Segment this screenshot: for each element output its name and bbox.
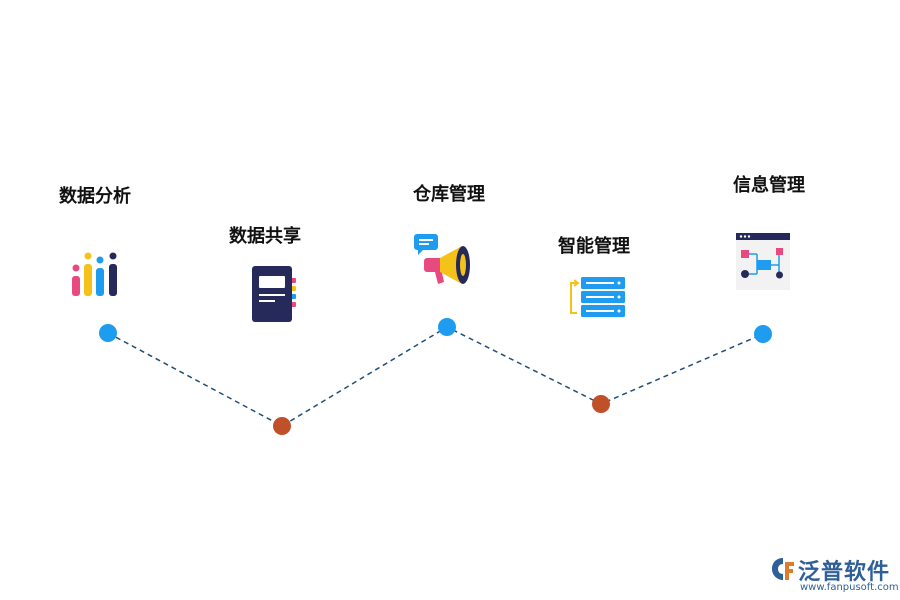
node-point-warehouse-management: [438, 318, 456, 336]
node-point-information-management: [754, 325, 772, 343]
logo-url: www.fanpusoft.com: [800, 582, 899, 593]
notebook-icon: [252, 266, 296, 322]
node-point-data-sharing: [273, 417, 291, 435]
node-label-data-sharing: 数据共享: [229, 226, 301, 247]
node-label-data-analysis: 数据分析: [59, 186, 131, 207]
node-label-smart-management: 智能管理: [558, 236, 630, 257]
logo-name: 泛普软件: [798, 560, 891, 585]
flowchart-window-icon: [736, 233, 790, 290]
node-label-information-management: 信息管理: [733, 175, 805, 196]
logo-mark-icon: [772, 558, 794, 580]
bar-chart-icon: [72, 252, 117, 296]
dashed-connector-line: [107, 326, 764, 427]
node-point-smart-management: [592, 395, 610, 413]
brand-logo: 泛普软件 www.fanpusoft.com: [770, 552, 899, 596]
node-label-warehouse-management: 仓库管理: [413, 184, 485, 205]
node-point-data-analysis: [99, 324, 117, 342]
server-rack-icon: [570, 277, 625, 317]
megaphone-icon: [414, 234, 470, 284]
